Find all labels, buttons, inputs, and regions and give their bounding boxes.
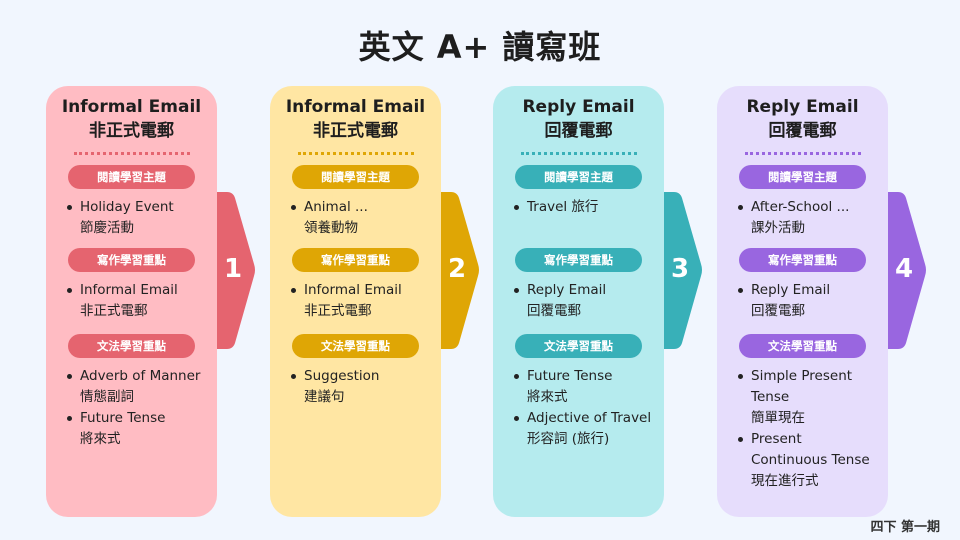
- section-pill: 寫作學習重點: [739, 248, 866, 272]
- card-title: Reply Email 回覆電郵: [717, 95, 888, 143]
- step-card-4: Reply Email 回覆電郵 閱讀學習主題 After-School ... 課…: [717, 86, 888, 517]
- card-title-zh: 非正式電郵: [313, 121, 398, 141]
- section-pill: 文法學習重點: [739, 334, 866, 358]
- arrow-shape: [441, 192, 479, 349]
- step-arrow-4: 4: [888, 192, 928, 349]
- step-card-3: Reply Email 回覆電郵 閱讀學習主題 Travel 旅行 寫作學習重點 Re…: [493, 86, 664, 517]
- card-section: 閱讀學習主題 Travel 旅行: [493, 165, 664, 218]
- list-item: After-School ... 課外活動: [738, 197, 882, 239]
- dotted-divider: [745, 152, 861, 155]
- list-item: Holiday Event 節慶活動: [67, 197, 211, 239]
- card-section: 閱讀學習主題 After-School ... 課外活動: [717, 165, 888, 239]
- section-pill: 文法學習重點: [292, 334, 419, 358]
- list-item: Future Tense 將來式: [67, 408, 211, 450]
- card-title-zh: 回覆電郵: [768, 121, 837, 141]
- list-item: Travel 旅行: [514, 197, 658, 218]
- card-section: 文法學習重點 Suggestion 建議句: [270, 334, 441, 408]
- card-section: 寫作學習重點 Reply Email 回覆電郵: [717, 248, 888, 322]
- card-section: 寫作學習重點 Reply Email 回覆電郵: [493, 248, 664, 322]
- step-arrow-2: 2: [441, 192, 481, 349]
- list-item: Suggestion 建議句: [291, 366, 435, 408]
- arrow-shape: [217, 192, 255, 349]
- list-item: Informal Email 非正式電郵: [67, 280, 211, 322]
- step-card-2: Informal Email 非正式電郵 閱讀學習主題 Animal ... 領養動…: [270, 86, 441, 517]
- section-pill: 寫作學習重點: [515, 248, 642, 272]
- list-item: Present Continuous Tense 現在進行式: [738, 429, 882, 492]
- card-title: Reply Email 回覆電郵: [493, 95, 664, 143]
- step-card-1: Informal Email 非正式電郵 閱讀學習主題 Holiday Event …: [46, 86, 217, 517]
- section-pill: 閱讀學習主題: [68, 165, 195, 189]
- card-title-zh: 回覆電郵: [544, 121, 613, 141]
- arrow-shape: [888, 192, 926, 349]
- footer-label: 四下 第一期: [870, 520, 940, 535]
- list-item: Adjective of Travel 形容詞 (旅行): [514, 408, 658, 450]
- card-section: 寫作學習重點 Informal Email 非正式電郵: [270, 248, 441, 322]
- step-arrow-1: 1: [217, 192, 257, 349]
- step-number: 3: [670, 254, 690, 284]
- section-pill: 文法學習重點: [515, 334, 642, 358]
- list-item: Reply Email 回覆電郵: [738, 280, 882, 322]
- list-item: Adverb of Manner 情態副詞: [67, 366, 211, 408]
- section-pill: 閱讀學習主題: [292, 165, 419, 189]
- card-section: 閱讀學習主題 Holiday Event 節慶活動: [46, 165, 217, 239]
- dotted-divider: [298, 152, 414, 155]
- section-pill: 閱讀學習主題: [515, 165, 642, 189]
- step-number: 1: [223, 254, 243, 284]
- step-number: 2: [447, 254, 467, 284]
- page-title: 英文 A+ 讀寫班: [358, 28, 602, 66]
- list-item: Reply Email 回覆電郵: [514, 280, 658, 322]
- dotted-divider: [74, 152, 190, 155]
- dotted-divider: [521, 152, 637, 155]
- list-item: Simple Present Tense 簡單現在: [738, 366, 882, 429]
- step-arrow-3: 3: [664, 192, 704, 349]
- card-title-en: Reply Email: [522, 97, 635, 117]
- card-section: 寫作學習重點 Informal Email 非正式電郵: [46, 248, 217, 322]
- section-pill: 文法學習重點: [68, 334, 195, 358]
- list-item: Informal Email 非正式電郵: [291, 280, 435, 322]
- list-item: Future Tense 將來式: [514, 366, 658, 408]
- section-pill: 寫作學習重點: [292, 248, 419, 272]
- card-title: Informal Email 非正式電郵: [46, 95, 217, 143]
- card-section: 閱讀學習主題 Animal ... 領養動物: [270, 165, 441, 239]
- section-pill: 寫作學習重點: [68, 248, 195, 272]
- card-title-en: Reply Email: [746, 97, 859, 117]
- card-title: Informal Email 非正式電郵: [270, 95, 441, 143]
- card-title-en: Informal Email: [61, 97, 202, 117]
- list-item: Animal ... 領養動物: [291, 197, 435, 239]
- card-title-zh: 非正式電郵: [89, 121, 174, 141]
- card-title-en: Informal Email: [285, 97, 426, 117]
- section-pill: 閱讀學習主題: [739, 165, 866, 189]
- arrow-shape: [664, 192, 702, 349]
- step-number: 4: [894, 254, 914, 284]
